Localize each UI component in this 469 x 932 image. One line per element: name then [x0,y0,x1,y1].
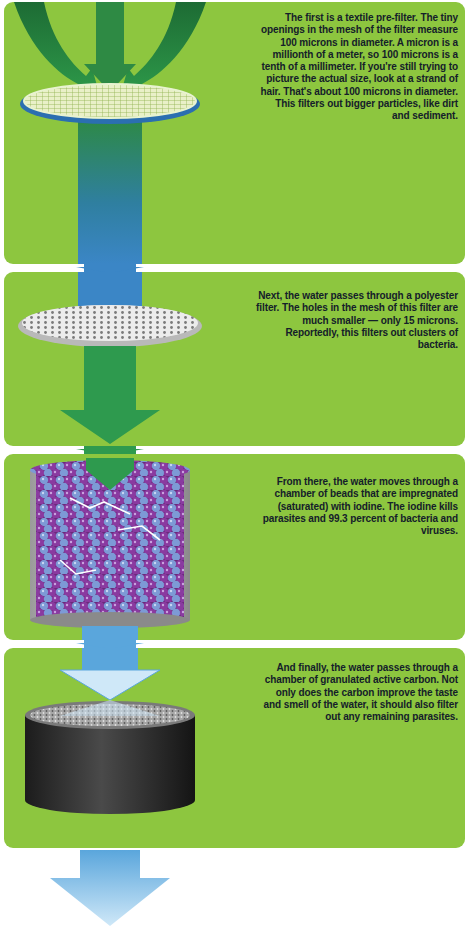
step-description: The first is a textile pre-filter. The t… [256,12,458,123]
step-description: And finally, the water passes through a … [256,662,458,723]
step-description: Next, the water passes through a polyest… [256,290,458,351]
flow-arrow-shaft [84,264,136,272]
step-panel: The first is a textile pre-filter. The t… [4,2,465,264]
step-panel: And finally, the water passes through a … [4,648,465,848]
flow-arrow-shaft [84,640,136,648]
flow-arrow-shaft [84,446,136,454]
step-description: From there, the water moves through a ch… [256,476,458,537]
step-panel: Next, the water passes through a polyest… [4,272,465,446]
step-panel: From there, the water moves through a ch… [4,454,465,640]
